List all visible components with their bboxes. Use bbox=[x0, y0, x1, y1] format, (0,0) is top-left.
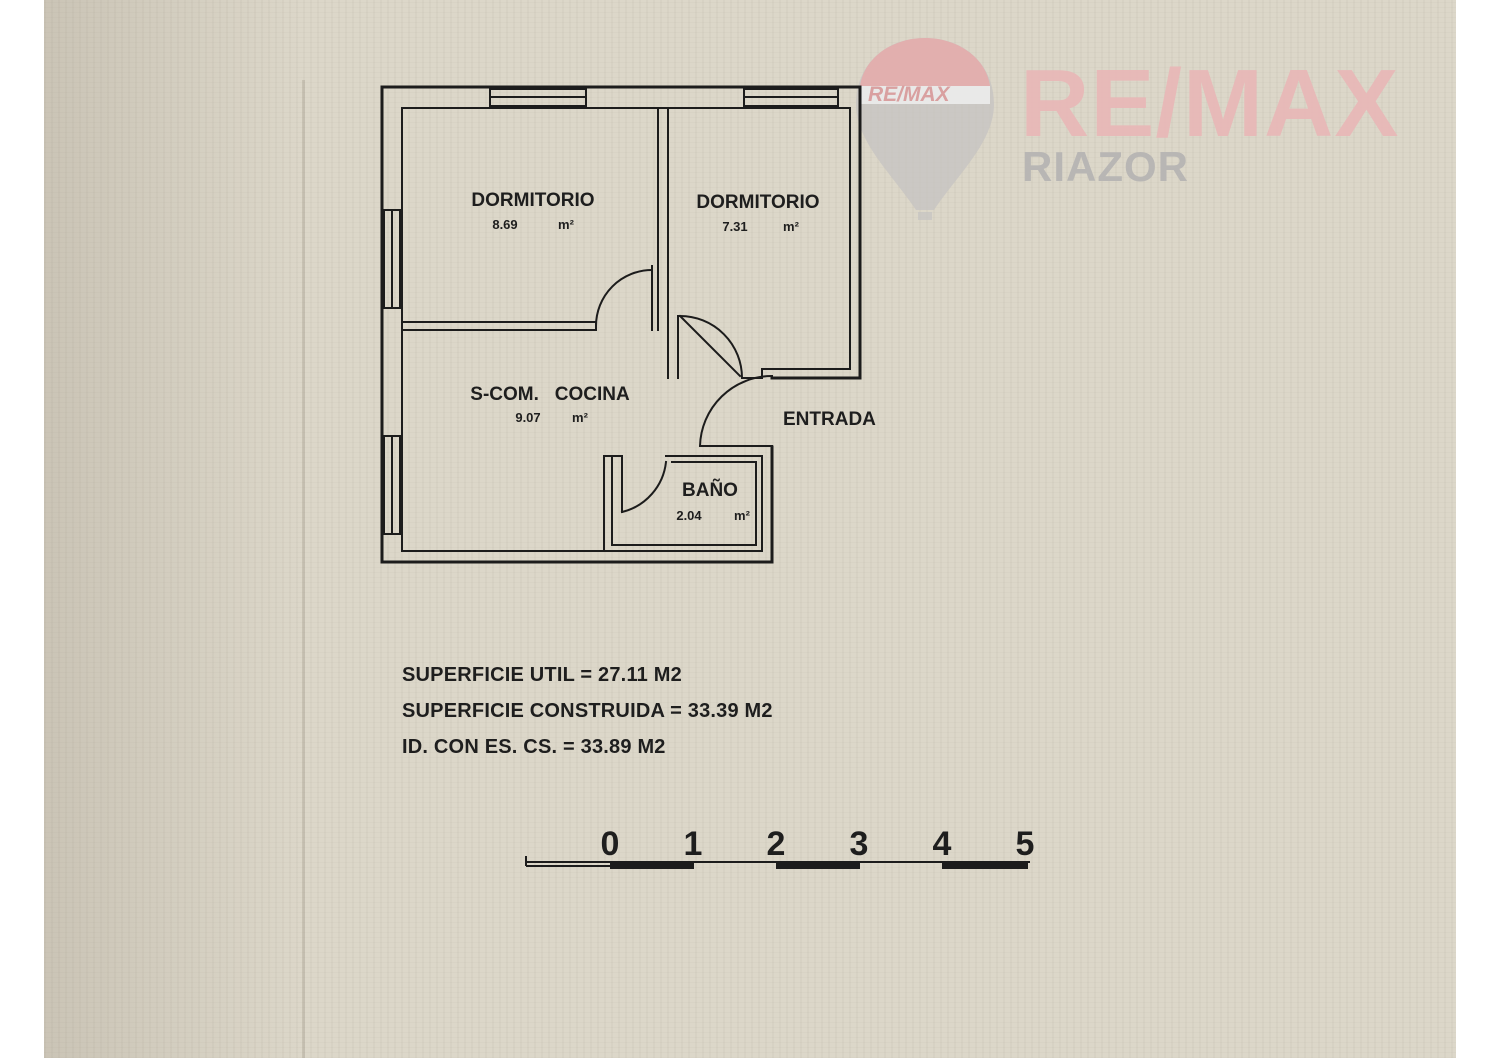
door bbox=[678, 314, 742, 378]
room-name: S-COM. COCINA bbox=[470, 384, 630, 405]
entrance-label: ENTRADA bbox=[783, 409, 876, 430]
scale-tick-label: 1 bbox=[684, 825, 703, 863]
scan-fold-line bbox=[302, 80, 305, 1058]
room-unit: m² bbox=[558, 217, 575, 232]
room-area: 2.04 bbox=[676, 508, 702, 523]
outer-wall bbox=[380, 85, 862, 380]
plan-paper bbox=[44, 0, 1456, 1058]
scale-tick-label: 0 bbox=[601, 825, 620, 863]
bathroom-wall bbox=[603, 455, 763, 552]
balloon-icon bbox=[856, 38, 994, 220]
scale-tick-label: 4 bbox=[933, 825, 952, 863]
scale-tick-label: 5 bbox=[1016, 825, 1035, 863]
office-name: RIAZOR bbox=[1022, 143, 1189, 190]
room-unit: m² bbox=[783, 219, 800, 234]
balloon-label: RE/MAX bbox=[868, 83, 950, 106]
brand-name: RE/MAX bbox=[1020, 50, 1400, 157]
room-name: DORMITORIO bbox=[471, 190, 594, 211]
built-area: SUPERFICIE CONSTRUIDA = 33.39 M2 bbox=[402, 700, 773, 722]
room-area: 7.31 bbox=[722, 219, 747, 234]
room-area: 8.69 bbox=[492, 217, 517, 232]
room-unit: m² bbox=[734, 508, 751, 523]
scale-tick-label: 3 bbox=[850, 825, 869, 863]
common-area: ID. CON ES. CS. = 33.89 M2 bbox=[402, 736, 666, 758]
usable-area: SUPERFICIE UTIL = 27.11 M2 bbox=[402, 664, 682, 686]
scale-tick-label: 2 bbox=[767, 825, 786, 863]
entrance-door bbox=[698, 374, 774, 448]
scan-shadow bbox=[44, 0, 304, 1058]
room-name: DORMITORIO bbox=[696, 192, 819, 213]
room-area: 9.07 bbox=[515, 410, 540, 425]
scale-bar: 0 1 2 3 4 5 bbox=[525, 825, 1035, 869]
room-unit: m² bbox=[572, 410, 589, 425]
room-name: BAÑO bbox=[682, 479, 738, 501]
partition-wall bbox=[401, 321, 597, 331]
